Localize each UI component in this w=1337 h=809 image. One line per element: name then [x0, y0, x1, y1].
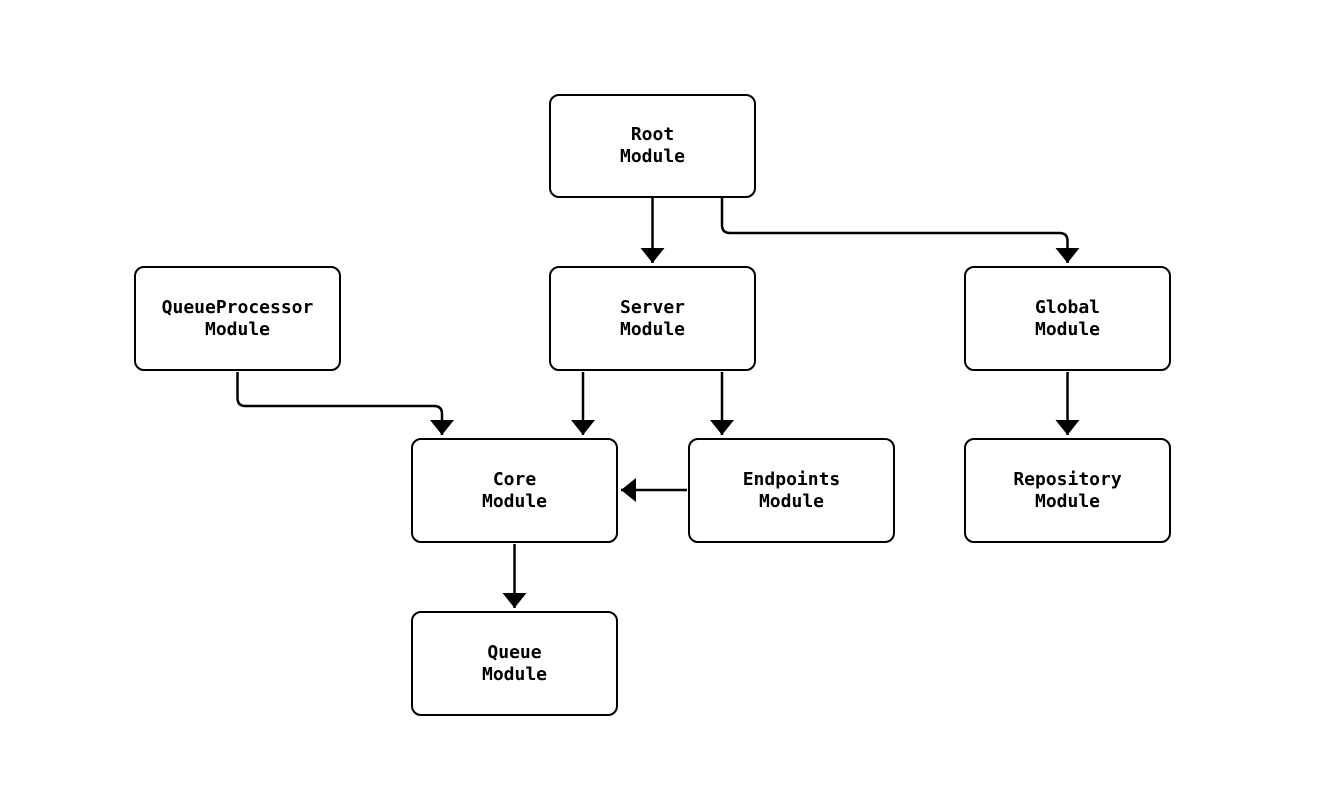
- edge-root-to-global: [720, 198, 1080, 263]
- node-queue-module-label: Queue Module: [481, 641, 548, 685]
- node-root-module-label: Root Module: [619, 124, 686, 167]
- node-core-module: Core Module: [411, 438, 618, 543]
- node-queueprocessor-module: QueueProcessor Module: [134, 266, 341, 371]
- node-queueprocessor-module-label: QueueProcessor Module: [161, 296, 314, 340]
- node-server-module: Server Module: [549, 266, 756, 371]
- node-queue-module: Queue Module: [411, 611, 618, 716]
- node-root-module: Root Module: [549, 94, 756, 198]
- node-global-module: Global Module: [964, 266, 1171, 371]
- node-global-module-label: Global Module: [1034, 296, 1101, 340]
- node-repository-module-label: Repository Module: [1013, 468, 1122, 512]
- node-repository-module: Repository Module: [964, 438, 1171, 543]
- node-server-module-label: Server Module: [619, 296, 686, 340]
- node-endpoints-module-label: Endpoints Module: [742, 468, 841, 512]
- node-endpoints-module: Endpoints Module: [688, 438, 895, 543]
- node-core-module-label: Core Module: [481, 468, 548, 512]
- edge-queueprocessor-to-core: [236, 372, 454, 435]
